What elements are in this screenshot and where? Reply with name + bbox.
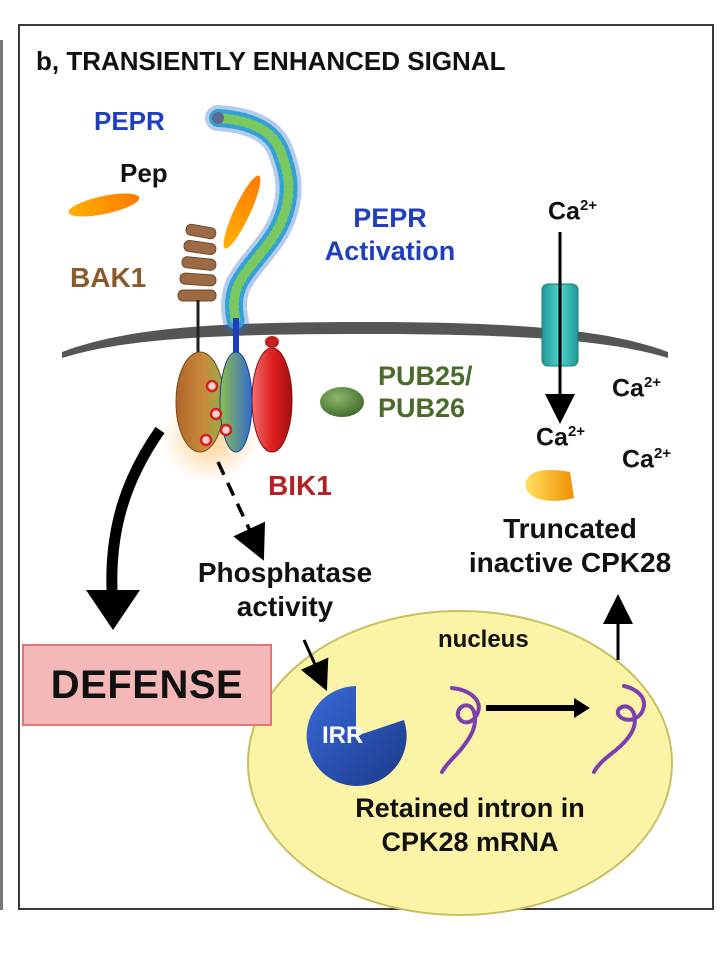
bik1-label: BIK1 <box>268 470 332 501</box>
defense-label: DEFENSE <box>50 662 244 707</box>
bak1-ectodomain <box>177 223 217 302</box>
irr-protein <box>306 686 407 786</box>
calcium-label-mid: Ca2+ <box>536 423 586 452</box>
pepr-activation-label: PEPR Activation <box>324 203 456 266</box>
truncated-cpk28-protein <box>525 470 574 501</box>
bik1-cap <box>265 336 279 348</box>
phosphatase-to-irr-arrow <box>300 639 329 691</box>
defense-arrow-head <box>86 590 140 630</box>
pepr-kinase-domain <box>219 351 253 453</box>
defense-arrow-shaft <box>106 426 165 591</box>
bik1-kinase <box>251 347 293 453</box>
pepr-label: PEPR <box>94 106 165 136</box>
calcium-label-right2: Ca2+ <box>622 445 672 474</box>
bak1-label: BAK1 <box>70 262 147 293</box>
phosphorylation-sites <box>199 379 233 447</box>
nucleus-label: nucleus <box>438 626 529 653</box>
mrna-processed <box>592 684 646 774</box>
pep-peptide-bound <box>223 175 261 249</box>
phosphatase-dashed-arrow <box>216 461 266 561</box>
retained-intron-label: Retained intron in CPK28 mRNA <box>355 793 585 857</box>
pub25-pub26-protein <box>320 387 364 417</box>
mrna-with-intron <box>440 686 481 774</box>
panel-frame <box>18 24 714 910</box>
pub25-pub26-label: PUB25/ PUB26 <box>378 361 473 424</box>
pepr-receptor-coil <box>205 105 302 335</box>
panel-title: b, TRANSIENTLY ENHANCED SIGNAL <box>36 46 506 76</box>
pep-peptide-free <box>68 193 140 217</box>
irr-label: IRR <box>322 722 364 749</box>
pep-label: Pep <box>120 158 168 188</box>
splicing-arrow-head <box>574 698 590 718</box>
calcium-label-top: Ca2+ <box>548 197 598 226</box>
defense-box: DEFENSE <box>22 644 272 726</box>
calcium-label-right1: Ca2+ <box>612 374 662 403</box>
plasma-membrane <box>62 322 668 358</box>
bak1-kinase-domain <box>175 351 225 453</box>
phosphatase-activity-label: Phosphatase activity <box>197 557 373 623</box>
left-panel-edge <box>0 40 3 910</box>
truncated-cpk28-label: Truncated inactive CPK28 <box>468 513 672 579</box>
